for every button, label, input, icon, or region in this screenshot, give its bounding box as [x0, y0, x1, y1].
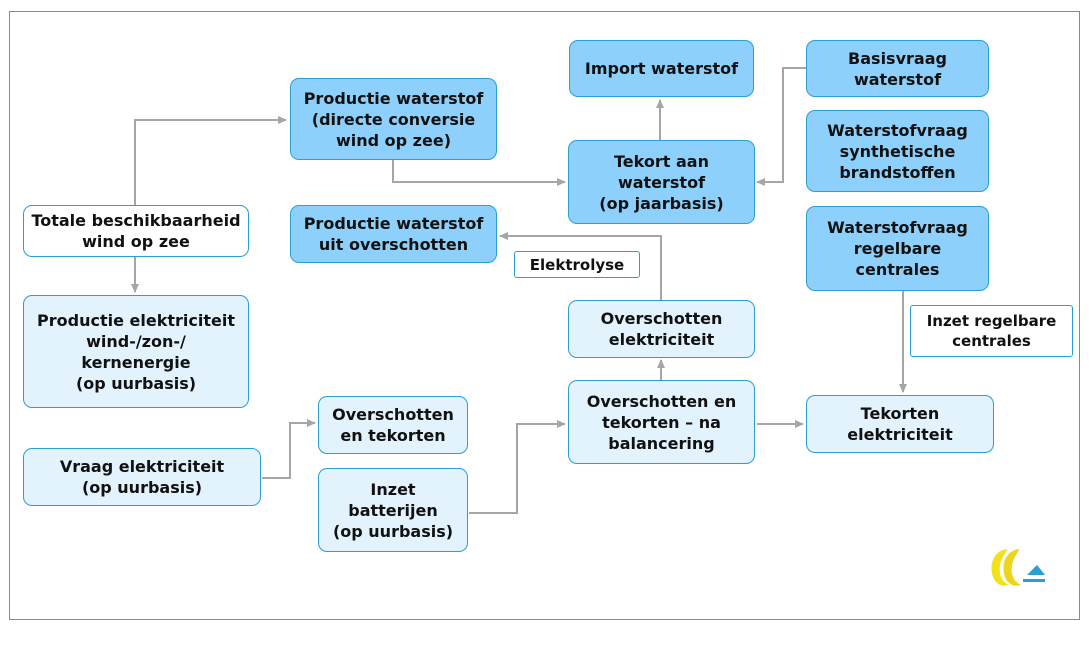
node-basisvraag-waterstof: Basisvraag waterstof: [806, 40, 989, 97]
node-overschotten-elektriciteit: Overschotten elektriciteit: [568, 300, 755, 358]
arrow-productie-waterstof-to-tekort: [392, 160, 566, 186]
node-tekort-waterstof: Tekort aan waterstof (op jaarbasis): [568, 140, 755, 224]
arrow-totale-to-productie-waterstof: [134, 116, 287, 205]
arrow-batterijen-to-balancering: [469, 420, 566, 514]
label-elektrolyse: Elektrolyse: [514, 251, 640, 278]
node-overschotten-en-tekorten: Overschotten en tekorten: [318, 396, 468, 454]
node-vraag-elektriciteit: Vraag elektriciteit (op uurbasis): [23, 448, 261, 506]
arrow-basisvraag-to-tekort: [756, 67, 806, 186]
arrow-overschotten-elek-to-productie-waterstof: [499, 232, 662, 300]
node-import-waterstof: Import waterstof: [569, 40, 754, 97]
node-tekorten-elektriciteit: Tekorten elektriciteit: [806, 395, 994, 453]
organization-logo: [991, 549, 1045, 586]
arrow-vraag-to-overschotten: [262, 419, 316, 479]
node-inzet-batterijen: Inzet batterijen (op uurbasis): [318, 468, 468, 552]
node-waterstofvraag-regelbaar: Waterstofvraag regelbare centrales: [806, 206, 989, 291]
node-waterstofvraag-synthetisch: Waterstofvraag synthetische brandstoffen: [806, 110, 989, 192]
node-totale-beschikbaarheid: Totale beschikbaarheid wind op zee: [23, 205, 249, 257]
node-productie-waterstof-overschotten: Productie waterstof uit overschotten: [290, 205, 497, 263]
node-productie-elektriciteit: Productie elektriciteit wind-/zon-/ kern…: [23, 295, 249, 408]
label-inzet-regelbare-centrales: Inzet regelbare centrales: [910, 305, 1073, 357]
node-overschotten-tekorten-balancering: Overschotten en tekorten – na balancerin…: [568, 380, 755, 464]
node-productie-waterstof-direct: Productie waterstof (directe conversie w…: [290, 78, 497, 160]
